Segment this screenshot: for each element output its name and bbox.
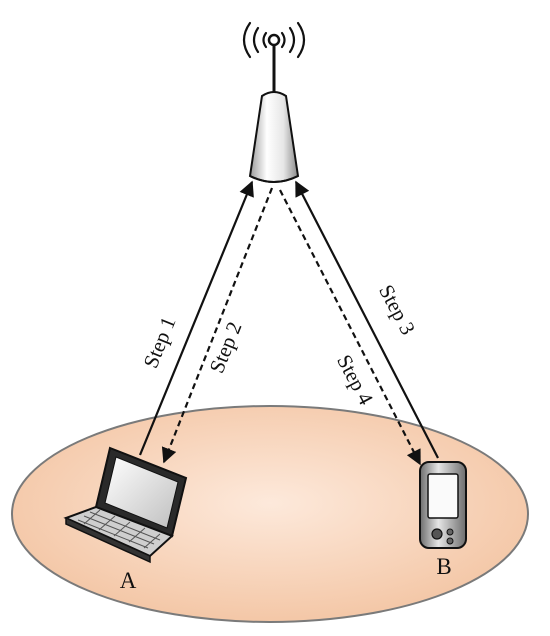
step-1-label: Step 1 xyxy=(138,313,180,371)
step-4-label: Step 4 xyxy=(332,351,378,410)
step-2-arrow xyxy=(161,187,274,464)
step-3-label: Step 3 xyxy=(374,281,420,339)
base-station-icon xyxy=(242,21,306,183)
signal-waves-icon xyxy=(242,21,306,59)
node-b-label: B xyxy=(436,554,451,579)
step-4-arrow xyxy=(279,189,421,466)
step-1-arrow xyxy=(138,180,254,456)
step-2-label: Step 2 xyxy=(204,318,246,376)
node-a-label: A xyxy=(120,568,137,593)
laptop-icon xyxy=(63,446,188,564)
step-3-arrow xyxy=(295,180,439,459)
pda-icon xyxy=(419,461,467,549)
